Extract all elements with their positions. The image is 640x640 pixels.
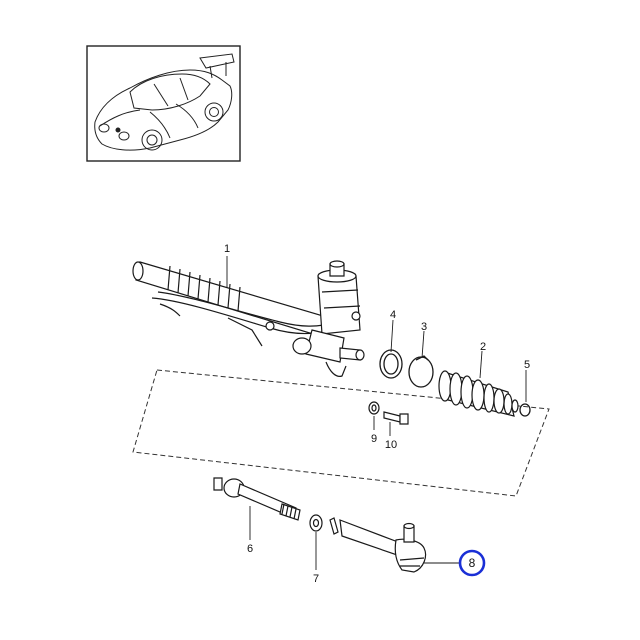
vehicle-thumbnail[interactable]: [86, 45, 241, 162]
callout-4[interactable]: 4: [390, 309, 396, 321]
nut-part[interactable]: [368, 401, 380, 415]
callout-1[interactable]: 1: [224, 243, 230, 255]
callout-10[interactable]: 10: [385, 439, 397, 451]
outer-tie-rod-end-part[interactable]: [329, 517, 427, 573]
callout-5[interactable]: 5: [524, 359, 530, 371]
hose-clip-part[interactable]: [408, 355, 434, 388]
callout-labels: 1 2 3 4 5 6 7 9 10: [224, 243, 530, 585]
highlighted-callout-8[interactable]: 8: [458, 549, 486, 577]
leader-lines: [226, 256, 527, 570]
callout-3[interactable]: 3: [421, 321, 427, 333]
callout-8: 8: [469, 556, 476, 570]
inner-tie-rod-part[interactable]: [213, 477, 301, 521]
callout-6[interactable]: 6: [247, 543, 253, 555]
bolt-part[interactable]: [383, 411, 409, 425]
small-clip-part[interactable]: [519, 403, 531, 417]
steering-rack-part[interactable]: [132, 260, 365, 377]
bellows-boot-part[interactable]: [438, 370, 519, 417]
callout-2[interactable]: 2: [480, 341, 486, 353]
highlight-circle: [458, 549, 486, 577]
callout-9[interactable]: 9: [371, 433, 377, 445]
porsche-911-car-icon: [94, 53, 235, 151]
lock-nut-part[interactable]: [309, 514, 323, 532]
assembly-group-outline: [132, 369, 550, 497]
clamp-ring-part[interactable]: [379, 349, 403, 379]
callout-7[interactable]: 7: [313, 573, 319, 585]
